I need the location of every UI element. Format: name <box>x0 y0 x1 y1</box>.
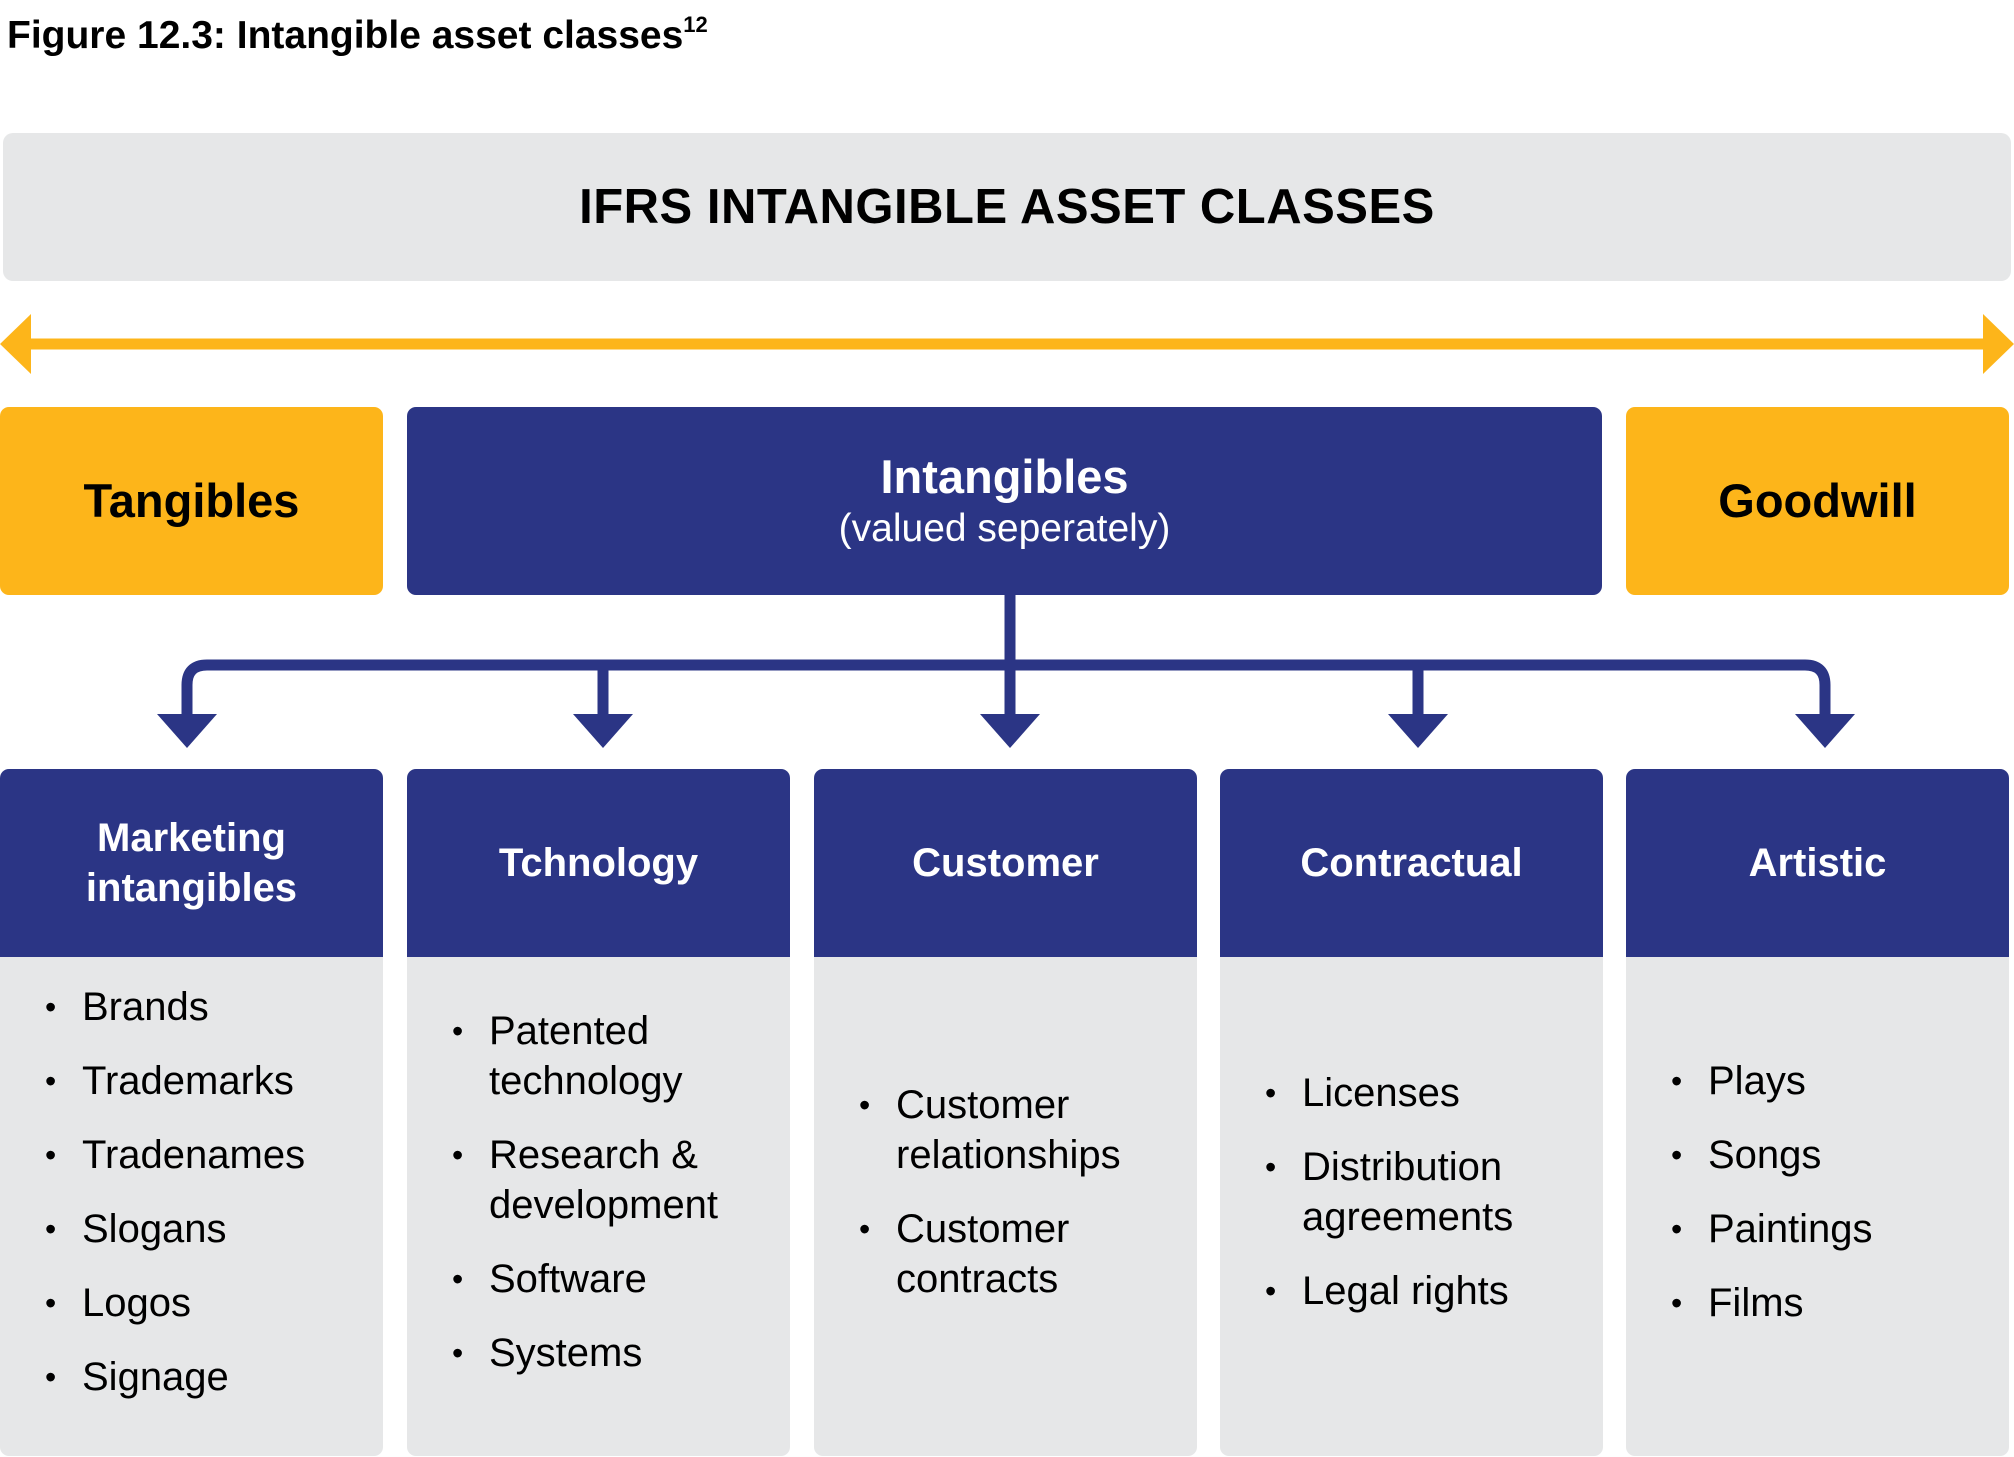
category-item-list: Licenses Distribution agreements Legal r… <box>1265 1068 1583 1316</box>
down-arrow-icon-contractual <box>1388 714 1448 748</box>
category-body: Brands Trademarks Tradenames Slogans Log… <box>0 957 383 1456</box>
intangibles-sublabel: (valued seperately) <box>838 507 1171 550</box>
branch-line <box>181 659 1831 720</box>
ifrs-banner: IFRS INTANGIBLE ASSET CLASSES <box>3 133 2011 281</box>
tangibles-box: Tangibles <box>0 407 383 595</box>
category-header: Customer <box>814 769 1197 957</box>
category-customer: Customer Customer relationships Customer… <box>814 769 1197 1456</box>
goodwill-box: Goodwill <box>1626 407 2009 595</box>
category-item-list: Plays Songs Paintings Films <box>1671 1056 1989 1328</box>
list-item: Systems <box>452 1328 770 1378</box>
category-header: Contractual <box>1220 769 1603 957</box>
list-item: Research & development <box>452 1130 770 1230</box>
list-item: Tradenames <box>45 1130 363 1180</box>
double-headed-arrow <box>0 314 2014 374</box>
list-item: Slogans <box>45 1204 363 1254</box>
tangibles-label: Tangibles <box>83 474 300 527</box>
intangibles-box: Intangibles (valued seperately) <box>407 407 1602 595</box>
category-technology: Tchnology Patented technology Research &… <box>407 769 790 1456</box>
figure-title: Figure 12.3: Intangible asset classes12 <box>7 12 708 65</box>
list-item: Software <box>452 1254 770 1304</box>
category-body: Plays Songs Paintings Films <box>1626 957 2009 1456</box>
goodwill-label: Goodwill <box>1718 474 1917 527</box>
category-body: Customer relationships Customer contract… <box>814 957 1197 1456</box>
list-item: Brands <box>45 982 363 1032</box>
tree-connectors <box>181 594 1831 730</box>
down-arrow-icon-customer <box>980 714 1040 748</box>
category-body: Licenses Distribution agreements Legal r… <box>1220 957 1603 1456</box>
category-header: Artistic <box>1626 769 2009 957</box>
list-item: Logos <box>45 1278 363 1328</box>
list-item: Songs <box>1671 1130 1989 1180</box>
list-item: Distribution agreements <box>1265 1142 1583 1242</box>
list-item: Plays <box>1671 1056 1989 1106</box>
category-item-list: Customer relationships Customer contract… <box>859 1080 1177 1304</box>
connector-arrows <box>0 314 2014 748</box>
banner-title: IFRS INTANGIBLE ASSET CLASSES <box>579 180 1435 234</box>
list-item: Customer relationships <box>859 1080 1177 1180</box>
intangibles-label: Intangibles <box>880 450 1129 503</box>
category-item-list: Brands Trademarks Tradenames Slogans Log… <box>45 982 363 1402</box>
down-arrow-icon-marketing <box>157 714 217 748</box>
category-item-list: Patented technology Research & developme… <box>452 1006 770 1378</box>
category-artistic: Artistic Plays Songs Paintings Films <box>1626 769 2009 1456</box>
list-item: Signage <box>45 1352 363 1402</box>
footnote-marker: 12 <box>683 12 708 37</box>
left-arrowhead-icon <box>0 314 31 374</box>
category-header: Tchnology <box>407 769 790 957</box>
down-arrow-icon-artistic <box>1795 714 1855 748</box>
right-arrowhead-icon <box>1983 314 2014 374</box>
category-title: Contractual <box>1300 841 1523 885</box>
figure-title-text: Figure 12.3: Intangible asset classes <box>7 14 684 57</box>
category-title: Marketing intangibles <box>85 816 298 910</box>
category-title: Artistic <box>1748 841 1887 885</box>
list-item: Licenses <box>1265 1068 1583 1118</box>
list-item: Patented technology <box>452 1006 770 1106</box>
category-contractual: Contractual Licenses Distribution agreem… <box>1220 769 1603 1456</box>
category-title: Customer <box>912 841 1099 885</box>
category-header: Marketing intangibles <box>0 769 383 957</box>
list-item: Customer contracts <box>859 1204 1177 1304</box>
down-arrow-icon-technology <box>573 714 633 748</box>
list-item: Paintings <box>1671 1204 1989 1254</box>
list-item: Trademarks <box>45 1056 363 1106</box>
category-title: Tchnology <box>498 841 699 885</box>
category-body: Patented technology Research & developme… <box>407 957 790 1456</box>
category-marketing: Marketing intangibles Brands Trademarks … <box>0 769 383 1456</box>
list-item: Legal rights <box>1265 1266 1583 1316</box>
list-item: Films <box>1671 1278 1989 1328</box>
